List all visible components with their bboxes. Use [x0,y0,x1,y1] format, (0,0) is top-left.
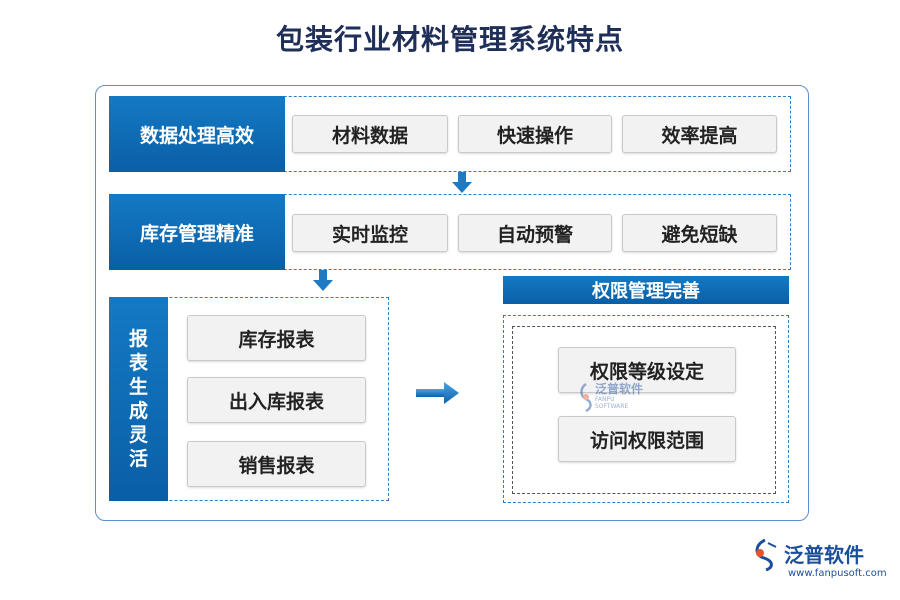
item-inventory-report: 库存报表 [187,315,366,361]
reports-head-char: 成 [128,400,148,422]
permission-block [503,315,789,503]
item-efficiency-improved: 效率提高 [622,115,777,153]
permission-inner-frame [512,326,776,494]
permission-head: 权限管理完善 [503,276,789,304]
arrow-right-icon [416,382,459,404]
watermark-sub: FANPU SOFTWARE [595,396,629,410]
section-head-data-processing: 数据处理高效 [109,96,285,172]
item-material-data: 材料数据 [292,115,448,153]
reports-head-char: 灵 [128,424,148,446]
item-permission-level: 权限等级设定 [558,347,736,393]
item-auto-warning: 自动预警 [458,214,612,252]
reports-head-char: 报 [128,328,148,350]
arrow-down-icon [452,172,472,193]
item-avoid-shortage: 避免短缺 [622,214,777,252]
item-sales-report: 销售报表 [187,441,366,487]
fanpu-logo-icon [580,382,592,412]
item-realtime-monitor: 实时监控 [292,214,448,252]
page-title: 包装行业材料管理系统特点 [275,23,624,56]
item-quick-operation: 快速操作 [458,115,612,153]
watermark-name: 泛普软件 [595,382,644,396]
logo-name: 泛普软件 [784,543,864,567]
item-access-scope: 访问权限范围 [558,416,736,462]
section-head-inventory: 库存管理精准 [109,194,285,270]
reports-head: 报 表 生 成 灵 活 [109,297,168,501]
watermark-logo: 泛普软件 FANPU SOFTWARE [577,380,647,414]
fanpu-logo-icon [755,538,777,571]
arrow-down-icon [313,270,333,291]
fanpu-logo: 泛普软件 www.fanpusoft.com [748,535,888,590]
item-in-out-report: 出入库报表 [187,377,366,423]
diagram-frame [95,85,809,521]
reports-head-char: 表 [128,352,148,374]
logo-url: www.fanpusoft.com [788,568,887,579]
reports-head-char: 生 [128,376,148,398]
reports-head-char: 活 [128,448,148,470]
